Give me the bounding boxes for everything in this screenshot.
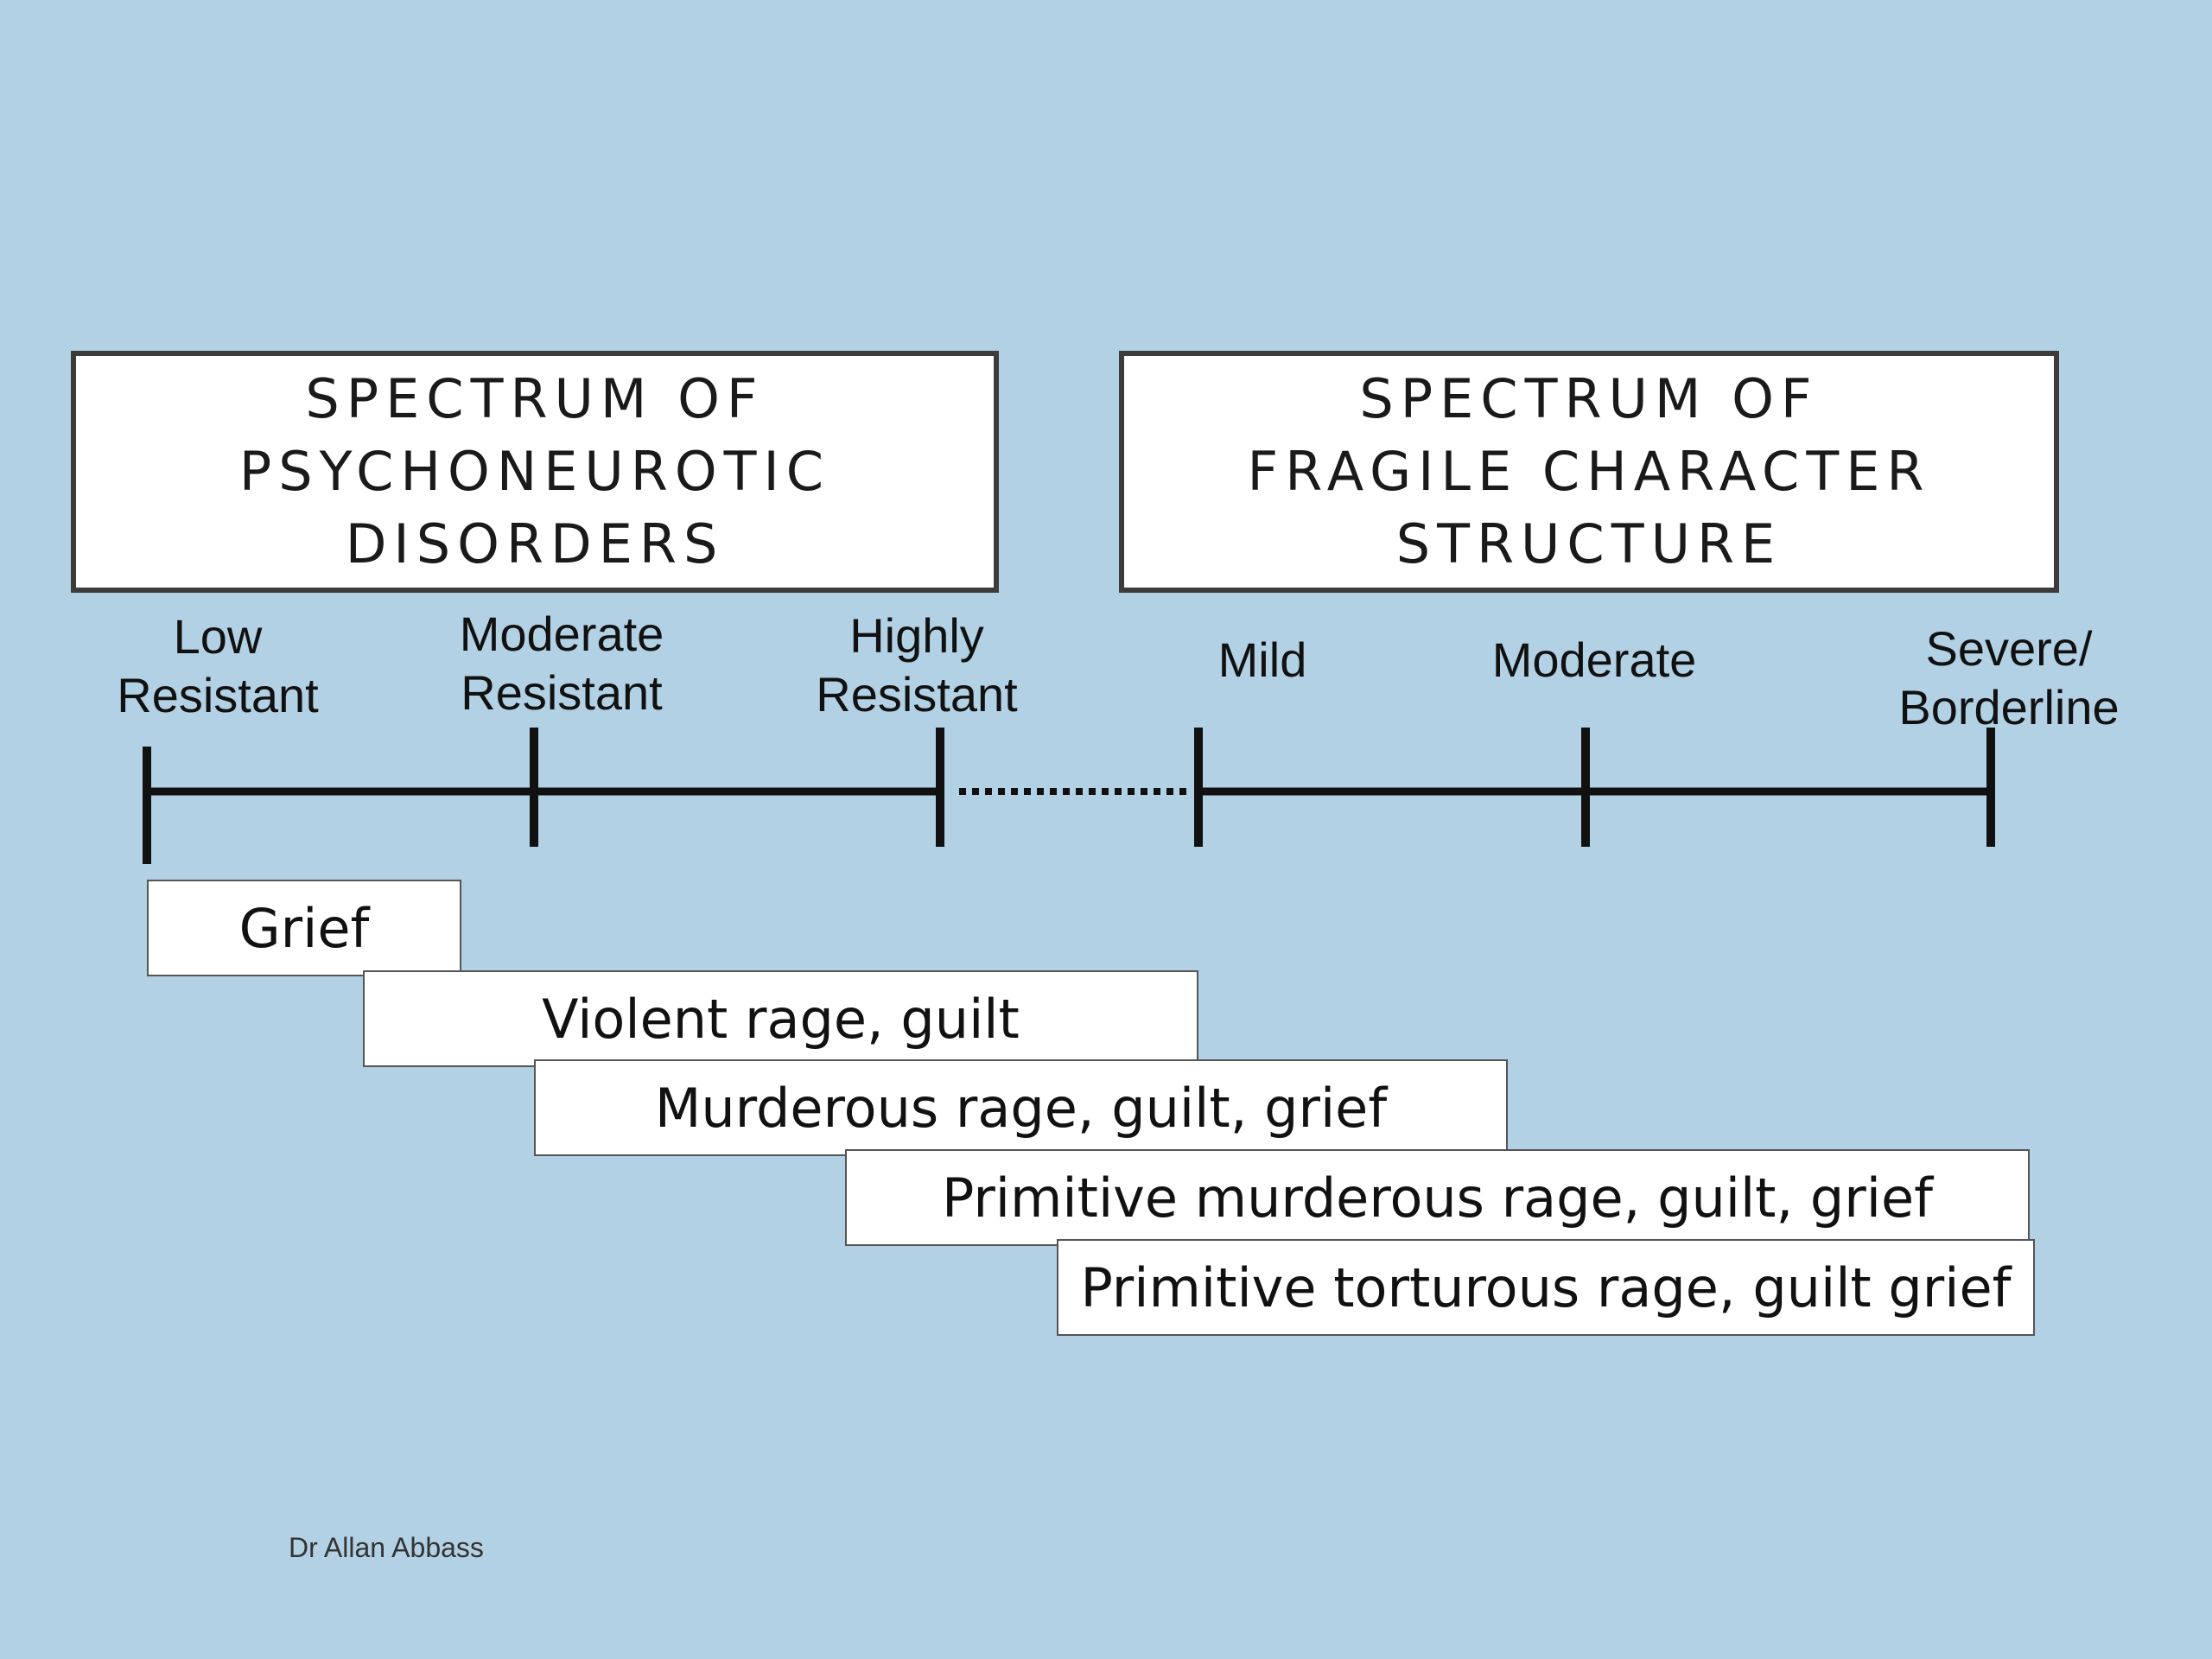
scale-label-line: Mild [1217,632,1307,687]
scale-label-line: Highly [849,608,984,663]
author-credit: Dr Allan Abbass [289,1532,484,1563]
band-primitive-torturous-rage: Primitive torturous rage, guilt grief [1057,1239,2035,1336]
header-line: PSYCHONEUROTIC [238,440,831,503]
scale-label-line: Resistant [117,668,319,722]
band-violent-rage: Violent rage, guilt [363,970,1198,1067]
header-line: SPECTRUM OF [1359,367,1819,430]
fragile-character-header-box: SPECTRUM OF FRAGILE CHARACTER STRUCTURE [1119,351,2059,593]
header-line: STRUCTURE [1395,512,1783,575]
scale-label-mild: Mild [1218,631,1307,690]
band-primitive-murderous-rage: Primitive murderous rage, guilt, grief [845,1149,2030,1246]
scale-label-highly-resistant: Highly Resistant [816,607,1017,724]
scale-label-low-resistant: Low Resistant [117,607,318,725]
band-murderous-rage: Murderous rage, guilt, grief [534,1059,1508,1156]
scale-label-line: Low [173,609,263,664]
header-line: SPECTRUM OF [305,367,765,430]
scale-label-severe-borderline: Severe/ Borderline [1898,620,2119,737]
header-line: FRAGILE CHARACTER [1247,440,1931,503]
psychoneurotic-header-box: SPECTRUM OF PSYCHONEUROTIC DISORDERS [71,351,999,593]
band-grief: Grief [147,880,461,976]
scale-label-line: Moderate [1491,632,1697,687]
scale-label-line: Severe/ [1925,621,2093,676]
scale-label-line: Moderate [459,607,664,661]
scale-label-line: Resistant [461,665,663,720]
scale-label-line: Resistant [816,667,1018,721]
header-line: DISORDERS [345,512,725,575]
scale-label-line: Borderline [1898,680,2120,734]
scale-label-moderate-resistant: Moderate Resistant [460,605,664,722]
scale-label-moderate: Moderate [1492,631,1697,690]
